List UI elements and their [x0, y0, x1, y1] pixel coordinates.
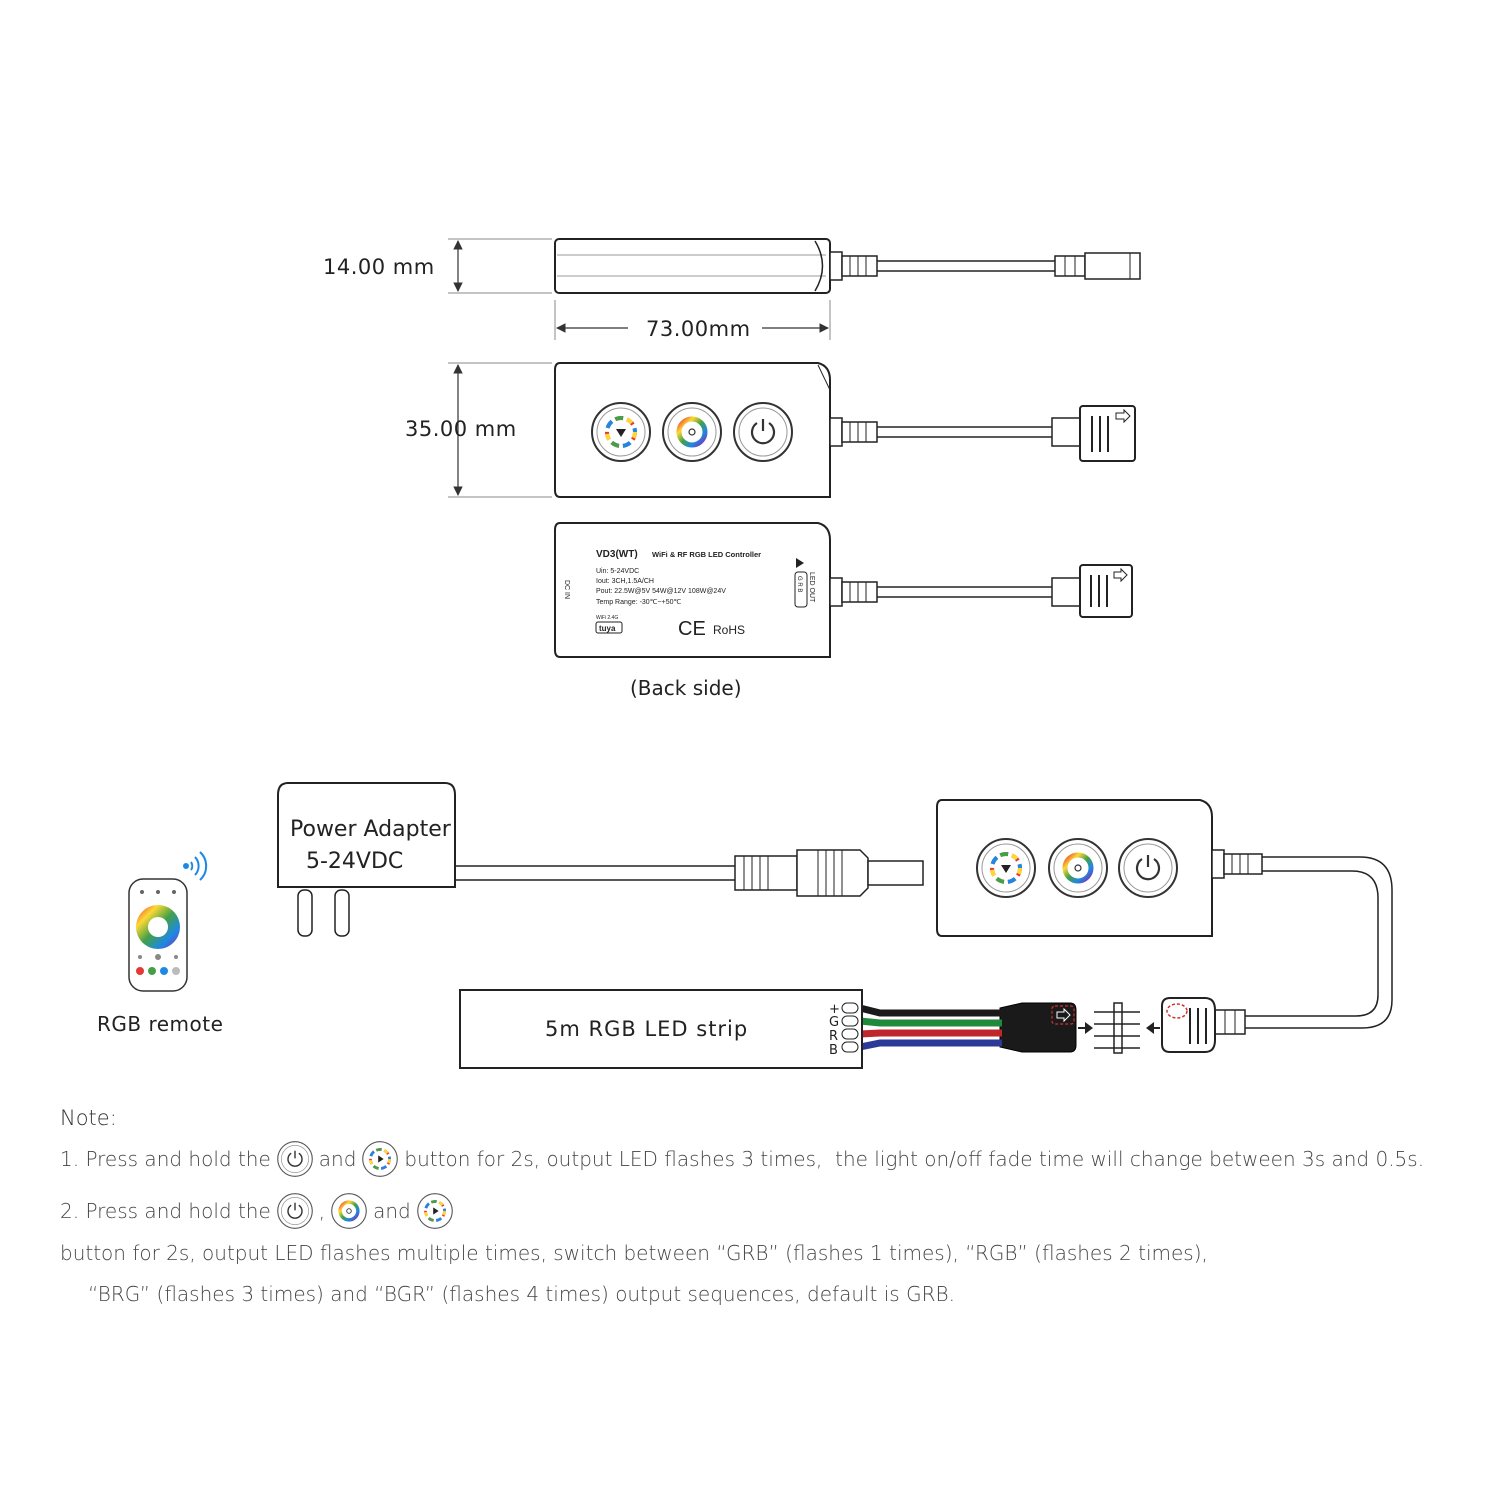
note-2-text-b: , — [318, 1199, 326, 1223]
note-1-text-c: button for 2s, output LED flashes 3 time… — [404, 1147, 1425, 1171]
note-2: 2. Press and hold the , and button for 2… — [60, 1190, 1480, 1274]
wifi-signal-icon — [183, 851, 208, 881]
strip-pin-b: B — [829, 1043, 838, 1058]
led-out-label: LED OUT — [808, 572, 815, 603]
power-icon — [276, 1141, 313, 1177]
rohs-mark: RoHS — [713, 623, 745, 637]
back-side-caption: (Back side) — [630, 676, 742, 700]
width-dimension: 35.00 mm — [405, 417, 517, 441]
wiring-brightness-button — [1048, 838, 1108, 898]
wiring-mode-button — [976, 838, 1036, 898]
strip-pin-r: R — [829, 1029, 838, 1044]
wifi-label: WiFi 2.4G — [596, 615, 618, 621]
side-view: 14.00 mm 73.00mm — [323, 238, 1141, 341]
wiring-power-button — [1118, 838, 1178, 898]
mode-icon — [416, 1193, 453, 1229]
power-icon — [276, 1193, 313, 1229]
tuya-logo: tuya — [599, 624, 616, 633]
wiring-diagram: Power Adapter 5-24VDC — [97, 782, 1393, 1069]
iout-label: Iout: 3CH,1.5A/CH — [596, 578, 654, 585]
strip-pin-plus: + — [829, 1002, 840, 1017]
model-label: VD3(WT) — [596, 549, 638, 560]
strip-pin-g: G — [829, 1015, 839, 1030]
brightness-icon — [331, 1193, 367, 1229]
power-adapter-label: Power Adapter — [290, 817, 452, 842]
mode-icon — [362, 1141, 399, 1177]
uin-label: Uin: 5-24VDC — [596, 568, 639, 575]
brightness-button[interactable] — [662, 402, 722, 462]
thickness-dimension: 14.00 mm — [323, 255, 435, 279]
four-pin-adapter — [1113, 1002, 1123, 1054]
orientation-mark-icon — [1166, 1003, 1188, 1019]
note-2-text-a: 2. Press and hold the — [60, 1199, 271, 1223]
power-adapter-voltage: 5-24VDC — [306, 849, 403, 874]
power-button[interactable] — [733, 402, 793, 462]
product-label: WiFi & RF RGB LED Controller — [652, 550, 761, 559]
temp-label: Temp Range: -30℃~+50℃ — [596, 599, 682, 606]
front-view: 35.00 mm — [405, 362, 1136, 498]
pin-order-label: G R B — [796, 576, 802, 592]
pout-label: Pout: 22.5W@5V 54W@12V 108W@24V — [596, 588, 726, 595]
note-2-text-d: button for 2s, output LED flashes multip… — [60, 1241, 1208, 1265]
notes-section: Note: 1. Press and hold the and button f… — [60, 1106, 1480, 1314]
ce-mark: CE — [678, 618, 706, 640]
note-1-text-b: and — [318, 1147, 357, 1171]
mode-button[interactable] — [591, 402, 651, 462]
rgb-remote-label: RGB remote — [97, 1012, 223, 1036]
note-1: 1. Press and hold the and button for 2s,… — [60, 1138, 1480, 1180]
strip-pin-labels: + G R B — [829, 1002, 859, 1058]
dc-in-label: DC IN — [563, 580, 570, 599]
back-view: VD3(WT) WiFi & RF RGB LED Controller Uin… — [554, 522, 1133, 700]
rgb-remote: RGB remote — [97, 851, 223, 1036]
rgb-wires — [859, 1004, 1002, 1051]
note-2-text-c: and — [373, 1199, 411, 1223]
note-1-text-a: 1. Press and hold the — [60, 1147, 271, 1171]
length-dimension: 73.00mm — [646, 317, 751, 341]
led-strip-label: 5m RGB LED strip — [545, 1017, 748, 1041]
note-2-continued: “BRG” (flashes 3 times) and “BGR” (flash… — [88, 1282, 955, 1306]
led-strip — [459, 989, 863, 1069]
notes-title: Note: — [60, 1106, 117, 1130]
